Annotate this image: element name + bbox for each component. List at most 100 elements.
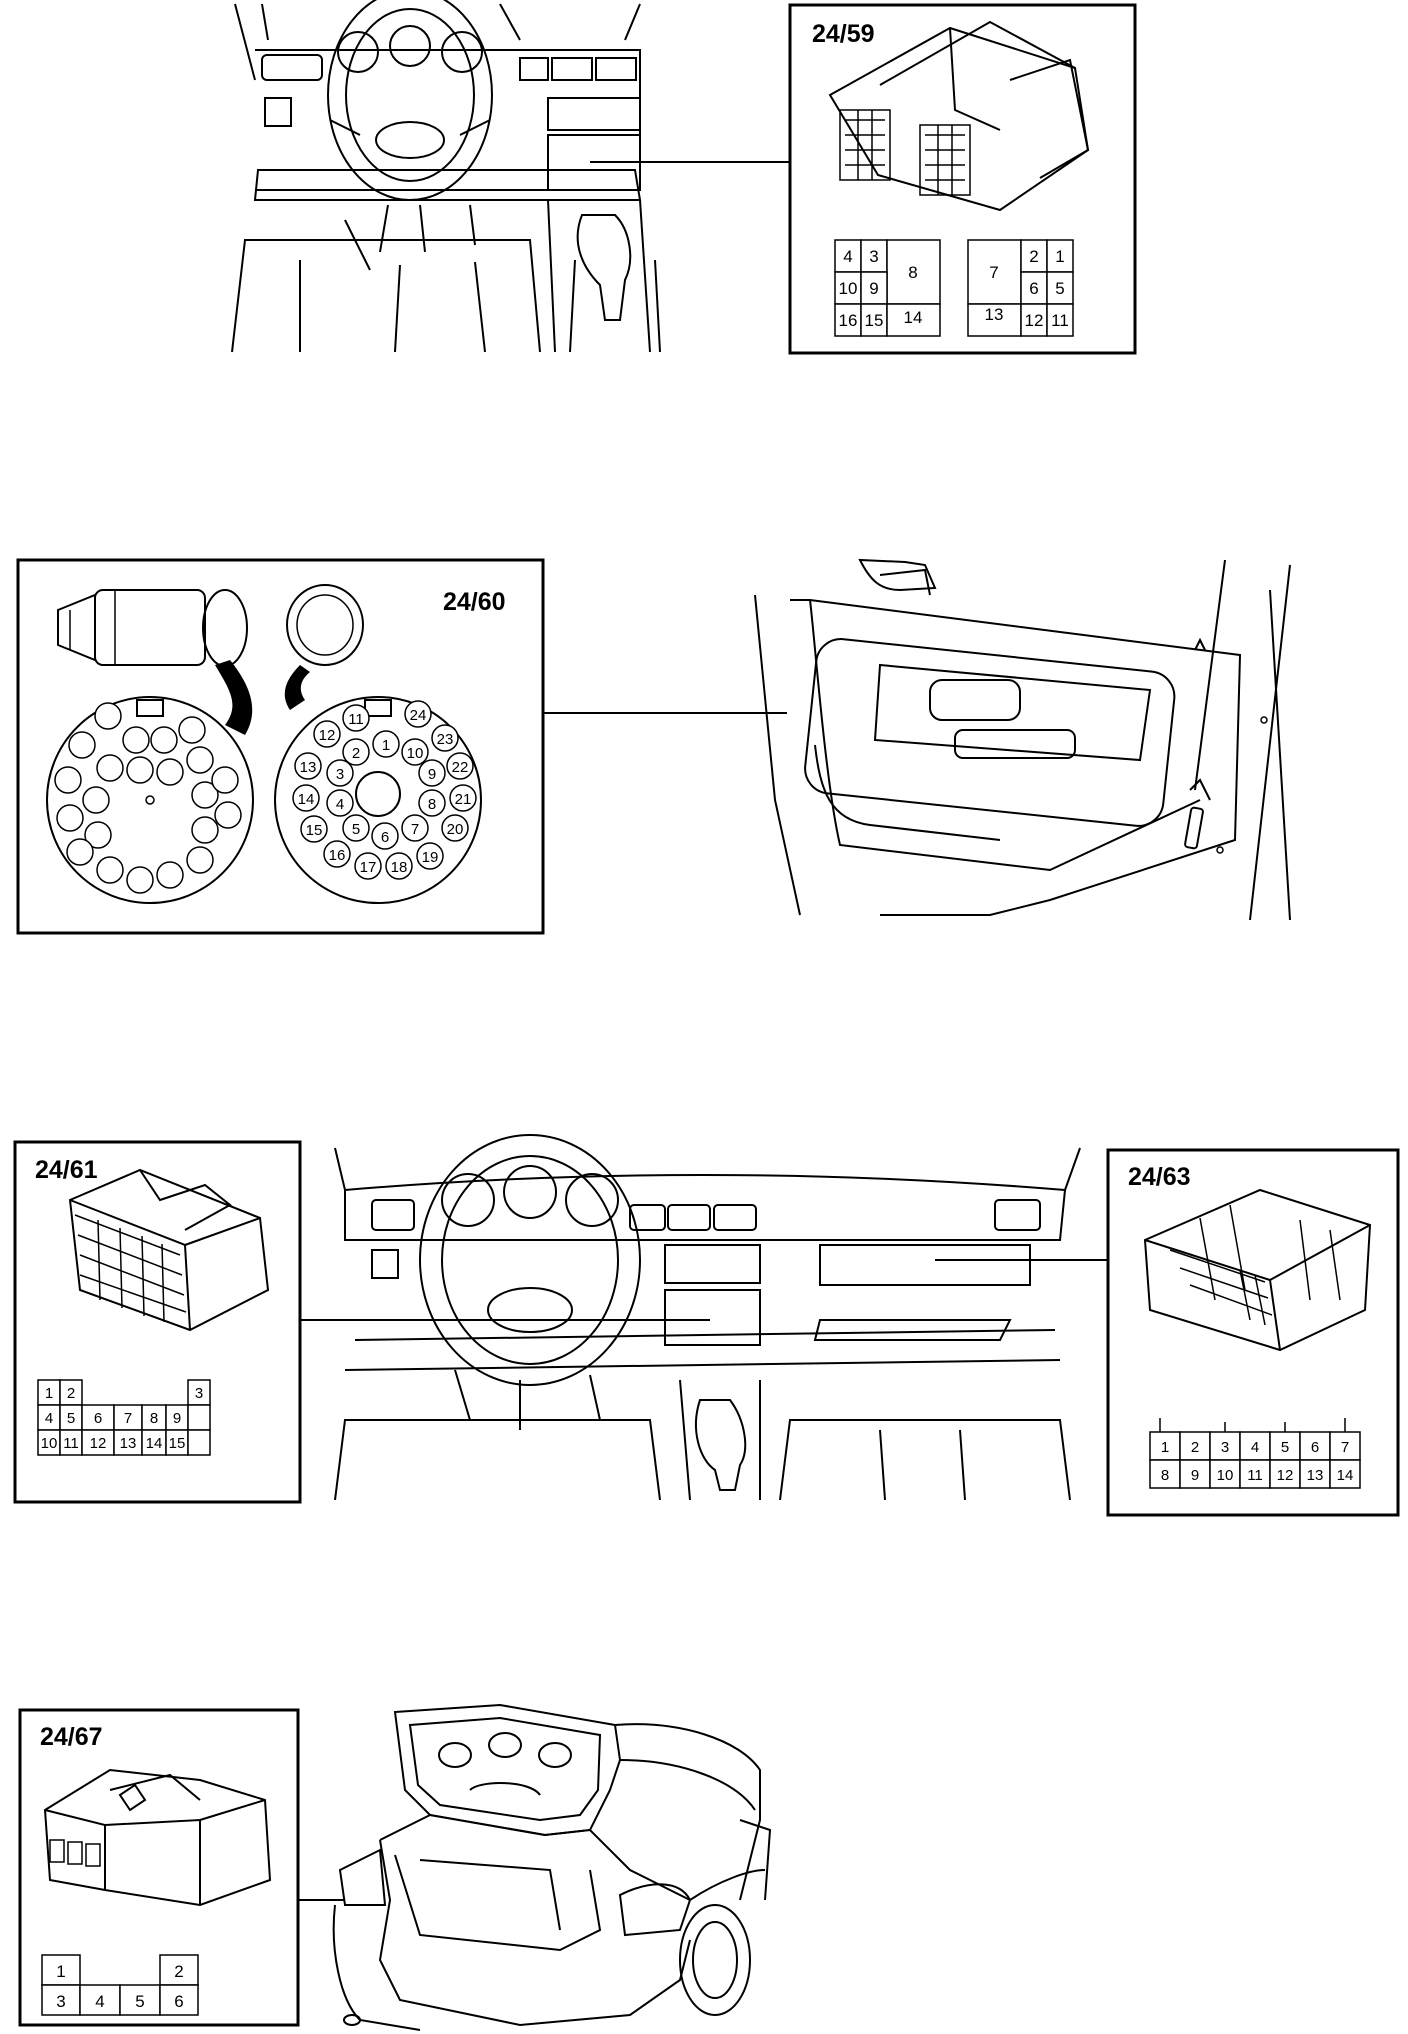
connector-pin	[354, 852, 382, 880]
connector-pin	[372, 730, 400, 758]
connector-pin	[342, 738, 370, 766]
pin-label: 17	[360, 859, 377, 876]
pin-label: 12	[90, 1435, 107, 1452]
door-illustration	[754, 558, 1291, 921]
pin-label: 1	[1161, 1439, 1169, 1456]
connector-hole	[122, 726, 150, 754]
connector-hole	[82, 786, 110, 814]
pin-label: 8	[150, 1410, 158, 1427]
car-trunk-illustration	[332, 1703, 772, 2031]
connector-hole	[186, 846, 214, 874]
connector-hole	[156, 758, 184, 786]
connector-pin	[342, 814, 370, 842]
pin-label: 18	[391, 859, 408, 876]
pin-label: 5	[352, 821, 360, 838]
connector-hole	[126, 866, 154, 894]
pin-label: 15	[169, 1435, 186, 1452]
pin-label: 6	[1311, 1439, 1319, 1456]
connector-pin	[418, 789, 446, 817]
pin-label: 11	[1051, 311, 1069, 330]
pin-label: 23	[437, 731, 454, 748]
connector-24-60-face-holes	[54, 702, 242, 894]
connector-hole	[178, 716, 206, 744]
connector-hole	[94, 702, 122, 730]
pin-label: 10	[1217, 1467, 1234, 1484]
pin-label: 14	[146, 1435, 163, 1452]
pin-label: 14	[1337, 1467, 1354, 1484]
pin-label: 2	[1029, 247, 1038, 266]
connector-24-67-label: 24/67	[40, 1723, 103, 1751]
connector-24-63-box: 24/63	[1106, 1148, 1400, 1517]
connector-24-67-pins: 1 2 3 4 5 6	[56, 1962, 183, 2011]
pin-label: 7	[411, 821, 419, 838]
pin-label: 19	[422, 849, 439, 866]
connector-pin	[385, 852, 413, 880]
connector-24-59-label: 24/59	[812, 20, 875, 48]
connector-hole	[84, 821, 112, 849]
pin-label: 10	[839, 279, 858, 298]
connector-pin	[404, 700, 432, 728]
pin-label: 14	[904, 308, 923, 327]
pin-label: 11	[63, 1435, 79, 1452]
pin-label: 2	[67, 1385, 75, 1402]
pin-label: 5	[1055, 279, 1064, 298]
pin-label: 12	[1277, 1467, 1294, 1484]
pin-label: 1	[56, 1962, 65, 1981]
connector-pin	[441, 814, 469, 842]
pin-label: 8	[428, 796, 436, 813]
connector-hole	[191, 781, 219, 809]
pin-label: 3	[195, 1385, 203, 1402]
connector-24-63-label: 24/63	[1128, 1163, 1191, 1191]
pin-label: 2	[1191, 1439, 1199, 1456]
pin-label: 6	[381, 829, 389, 846]
connector-pin	[431, 724, 459, 752]
pin-label: 4	[843, 247, 852, 266]
connector-hole	[211, 766, 239, 794]
connector-hole	[96, 754, 124, 782]
pin-label: 16	[329, 847, 346, 864]
pin-label: 1	[1055, 247, 1064, 266]
pin-label: 5	[67, 1410, 75, 1427]
pin-label: 11	[1247, 1467, 1263, 1484]
connector-hole	[126, 756, 154, 784]
pin-label: 2	[174, 1962, 183, 1981]
dashboard-illustration-middle	[334, 1134, 1081, 1501]
pin-label: 8	[1161, 1467, 1169, 1484]
connector-24-60-box: 24/60	[16, 558, 545, 935]
pin-label: 3	[869, 247, 878, 266]
pin-label: 3	[1221, 1439, 1229, 1456]
pin-label: 9	[869, 279, 878, 298]
pin-label: 12	[1025, 311, 1044, 330]
pin-label: 13	[300, 759, 317, 776]
pin-label: 13	[1307, 1467, 1324, 1484]
pin-label: 10	[41, 1435, 58, 1452]
pin-label: 11	[348, 711, 364, 728]
pin-label: 4	[95, 1992, 104, 2011]
connector-24-60-label: 24/60	[443, 588, 506, 616]
pin-label: 20	[447, 821, 464, 838]
pin-label: 21	[455, 791, 472, 808]
connector-pin	[294, 752, 322, 780]
pin-label: 6	[1029, 279, 1038, 298]
pin-label: 7	[989, 263, 998, 282]
connector-hole	[156, 861, 184, 889]
pin-label: 3	[56, 1992, 65, 2011]
pin-label: 13	[985, 305, 1004, 324]
pin-label: 5	[1281, 1439, 1289, 1456]
connector-hole	[96, 856, 124, 884]
pin-label: 22	[452, 759, 469, 776]
connector-24-59-pins: 4 3 8 10 9 16 15 14 7 2 1 6 5 13 12 11	[839, 247, 1069, 330]
connector-pin	[401, 738, 429, 766]
pin-label: 12	[319, 727, 336, 744]
pin-label: 1	[382, 737, 390, 754]
pin-label: 9	[173, 1410, 181, 1427]
pin-label: 9	[428, 766, 436, 783]
pin-label: 4	[336, 796, 344, 813]
connector-24-61-label: 24/61	[35, 1156, 98, 1184]
connector-pin	[449, 784, 477, 812]
connector-pin	[342, 704, 370, 732]
connector-24-61-box: 24/61	[13, 1140, 302, 1504]
pin-label: 1	[45, 1385, 53, 1402]
connector-pin	[300, 815, 328, 843]
pin-label: 10	[407, 745, 424, 762]
